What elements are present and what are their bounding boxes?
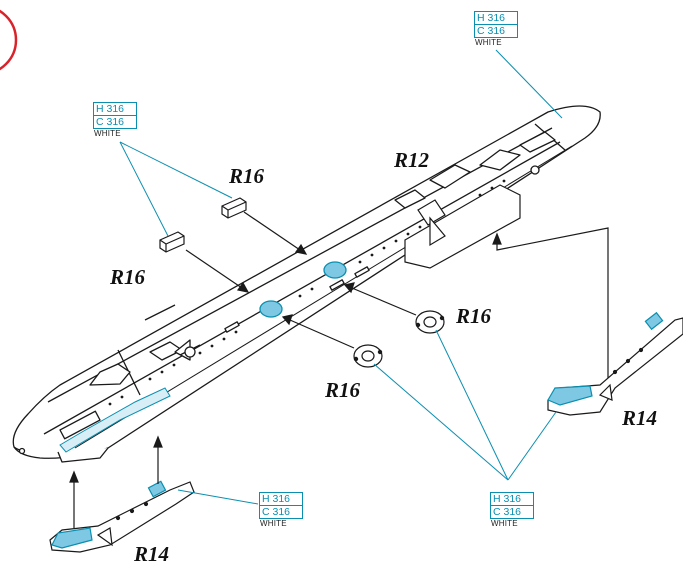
paint-code-h: H 316 bbox=[93, 102, 137, 115]
paint-color-name: WHITE bbox=[94, 129, 121, 138]
paint-color-name: WHITE bbox=[260, 519, 287, 528]
part-label-r16-left: R16 bbox=[110, 265, 146, 289]
assembly-arrows bbox=[69, 211, 609, 528]
paint-leader-lines bbox=[119, 49, 563, 505]
porthole-fitting-r16-lower bbox=[353, 344, 383, 368]
paint-code-box-bottom-mid: H 316 C 316 WHITE bbox=[259, 492, 303, 529]
porthole-fitting-r16-right bbox=[415, 310, 445, 334]
step-marker-circle bbox=[0, 9, 18, 71]
part-label-r16-top: R16 bbox=[229, 164, 265, 188]
paint-code-c: C 316 bbox=[93, 115, 137, 129]
paint-code-c: C 316 bbox=[474, 24, 518, 38]
part-label-r14-right: R14 bbox=[622, 406, 658, 430]
part-label-r16-right: R16 bbox=[456, 304, 492, 328]
part-label-r14-bottom: R14 bbox=[134, 542, 170, 566]
sponson-part-r14-bottom bbox=[49, 480, 195, 553]
installed-sponson-right bbox=[404, 184, 521, 269]
part-label-r12: R12 bbox=[394, 148, 430, 172]
paint-code-c: C 316 bbox=[490, 505, 534, 519]
paint-code-h: H 316 bbox=[259, 492, 303, 505]
paint-color-name: WHITE bbox=[491, 519, 518, 528]
lower-nose-bracket bbox=[59, 387, 171, 453]
mount-point-highlight bbox=[259, 300, 283, 318]
fitting-r16-top bbox=[221, 197, 247, 219]
fitting-r16-left bbox=[159, 231, 185, 253]
paint-code-box-top-left: H 316 C 316 WHITE bbox=[93, 102, 137, 139]
sponson-part-r14-right bbox=[547, 311, 683, 416]
part-label-r16-lower: R16 bbox=[325, 378, 361, 402]
paint-code-h: H 316 bbox=[490, 492, 534, 505]
paint-code-box-top-right: H 316 C 316 WHITE bbox=[474, 11, 518, 48]
paint-code-c: C 316 bbox=[259, 505, 303, 519]
paint-code-box-bottom-right: H 316 C 316 WHITE bbox=[490, 492, 534, 529]
paint-code-h: H 316 bbox=[474, 11, 518, 24]
main-hull-part-r12 bbox=[12, 105, 601, 463]
paint-color-name: WHITE bbox=[475, 38, 502, 47]
mount-point-highlight bbox=[323, 261, 347, 279]
